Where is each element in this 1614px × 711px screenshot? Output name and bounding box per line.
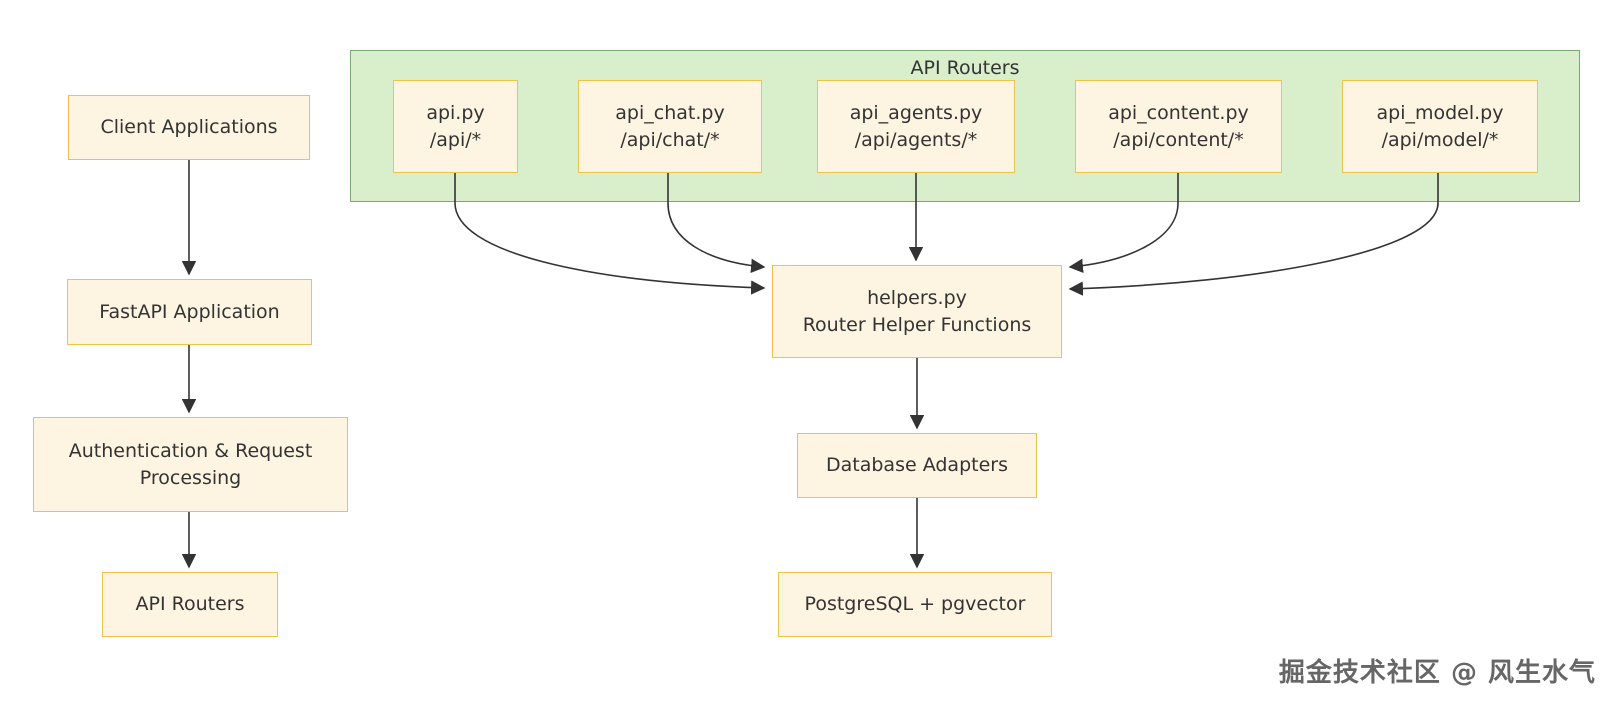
node-file-label: helpers.py: [867, 286, 967, 309]
watermark-text: 掘金技术社区 @ 风生水气: [1278, 658, 1596, 688]
subgraph-title: API Routers: [910, 57, 1020, 79]
node-fastapi-application: FastAPI Application: [67, 279, 312, 345]
edge-api-helpers: [454, 173, 766, 295]
node-route-label: /api/*: [429, 128, 482, 151]
node-route-label: /api/chat/*: [620, 128, 720, 151]
node-label: Client Applications: [100, 116, 278, 138]
node-route-label: /api/model/*: [1381, 128, 1499, 151]
node-label: PostgreSQL + pgvector: [804, 593, 1026, 615]
node-label: Authentication & Request Processing: [68, 439, 313, 489]
node-file-label: api_agents.py: [849, 101, 983, 124]
node-route-label: /api/agents/*: [854, 128, 978, 151]
node-route-label: /api/content/*: [1113, 128, 1244, 151]
node-api-model-py: api_model.py /api/model/*: [1342, 80, 1538, 173]
edge-model-helpers: [1068, 173, 1439, 296]
node-api-agents-py: api_agents.py /api/agents/*: [817, 80, 1015, 173]
edge-content-helpers: [1068, 173, 1179, 274]
node-api-chat-py: api_chat.py /api/chat/*: [578, 80, 762, 173]
node-postgresql-pgvector: PostgreSQL + pgvector: [778, 572, 1052, 637]
node-database-adapters: Database Adapters: [797, 433, 1037, 498]
node-label: FastAPI Application: [99, 300, 280, 323]
node-file-label: api_chat.py: [615, 101, 725, 124]
node-helpers-py: helpers.py Router Helper Functions: [772, 265, 1062, 358]
node-api-py: api.py /api/*: [393, 80, 518, 173]
node-file-label: api_content.py: [1108, 101, 1249, 124]
edge-chat-helpers: [667, 173, 766, 274]
node-client-applications: Client Applications: [68, 95, 310, 160]
node-file-label: api.py: [426, 101, 485, 124]
node-api-routers: API Routers: [102, 572, 278, 637]
node-file-label: api_model.py: [1376, 101, 1504, 124]
node-label: API Routers: [135, 593, 245, 615]
node-label: Database Adapters: [826, 454, 1008, 476]
node-desc-label: Router Helper Functions: [802, 313, 1032, 336]
node-api-content-py: api_content.py /api/content/*: [1075, 80, 1282, 173]
node-authentication-request-processing: Authentication & Request Processing: [33, 417, 348, 512]
